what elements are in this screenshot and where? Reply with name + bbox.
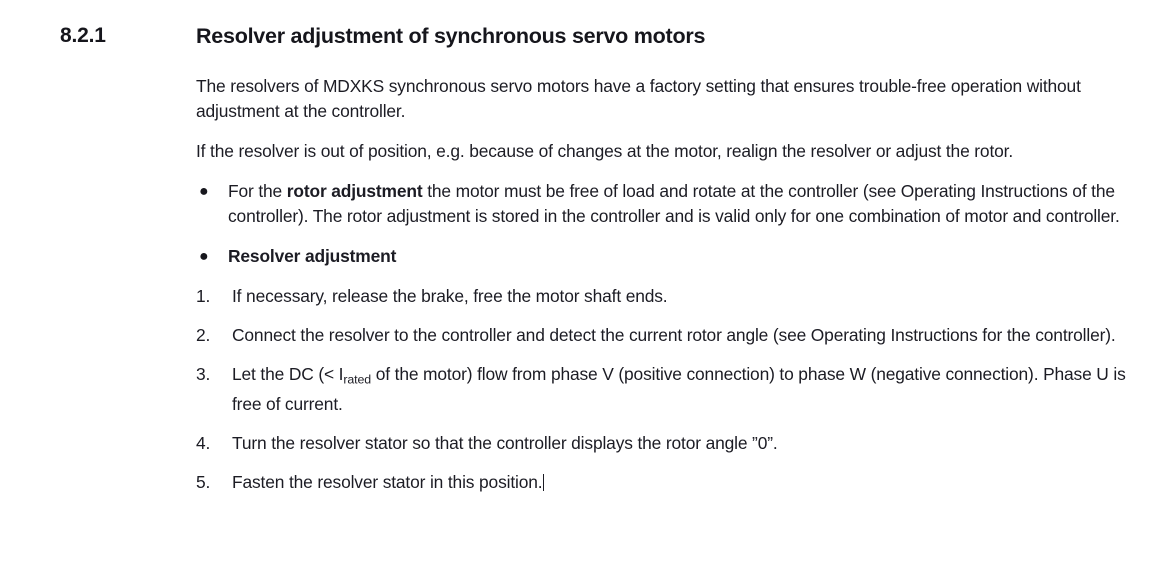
text-cursor-caret: [543, 474, 545, 492]
step-number: 3.: [196, 364, 211, 384]
list-item: 3. Let the DC (< Irated of the motor) flo…: [196, 362, 1154, 417]
bullet-icon: ●: [199, 183, 209, 200]
bullet-rest-text: the motor must be free of load and rotat…: [228, 181, 1120, 226]
section-number: 8.2.1: [60, 24, 106, 47]
page-title: Resolver adjustment of synchronous servo…: [196, 24, 706, 48]
bullet-bold-text: Resolver adjustment: [228, 246, 397, 266]
list-item: 1. If necessary, release the brake, free …: [196, 284, 1154, 309]
list-item: ● Resolver adjustment: [196, 244, 1154, 269]
list-item: 5. Fasten the resolver stator in this pos…: [196, 470, 1154, 495]
paragraph-out-of-position: If the resolver is out of position, e.g.…: [196, 141, 1014, 161]
step-text: Connect the resolver to the controller a…: [232, 325, 1116, 345]
step-number: 5.: [196, 472, 211, 493]
body-content: The resolvers of MDXKS synchronous servo…: [196, 74, 1154, 495]
step-number: 2.: [196, 325, 211, 345]
section-heading: 8.2.1 Resolver adjustment of synchronous…: [0, 24, 1162, 58]
bullet-lead-text: For the: [228, 181, 287, 201]
numbered-steps-list: 1. If necessary, release the brake, free …: [196, 284, 1154, 495]
paragraph-intro: The resolvers of MDXKS synchronous servo…: [196, 76, 1081, 121]
step-text: Turn the resolver stator so that the con…: [232, 433, 778, 454]
list-item: 2. Connect the resolver to the controller…: [196, 323, 1154, 348]
step-number: 4.: [196, 433, 211, 454]
list-item: ● For the rotor adjustment the motor must…: [196, 179, 1154, 229]
step-number: 1.: [196, 286, 211, 306]
step-text-after-subscript: of the motor) flow from phase V (positiv…: [232, 364, 1126, 415]
list-item: 4. Turn the resolver stator so that the c…: [196, 431, 1154, 456]
bullet-icon: ●: [199, 248, 209, 265]
step-text-before-subscript: Let the DC (< I: [232, 364, 344, 384]
step-text: Fasten the resolver stator in this posit…: [232, 472, 543, 493]
step-text: If necessary, release the brake, free th…: [232, 286, 668, 306]
bullet-bold-text: rotor adjustment: [286, 181, 423, 201]
subscript-rated: rated: [343, 372, 372, 387]
bullet-list: ● For the rotor adjustment the motor must…: [196, 179, 1154, 269]
